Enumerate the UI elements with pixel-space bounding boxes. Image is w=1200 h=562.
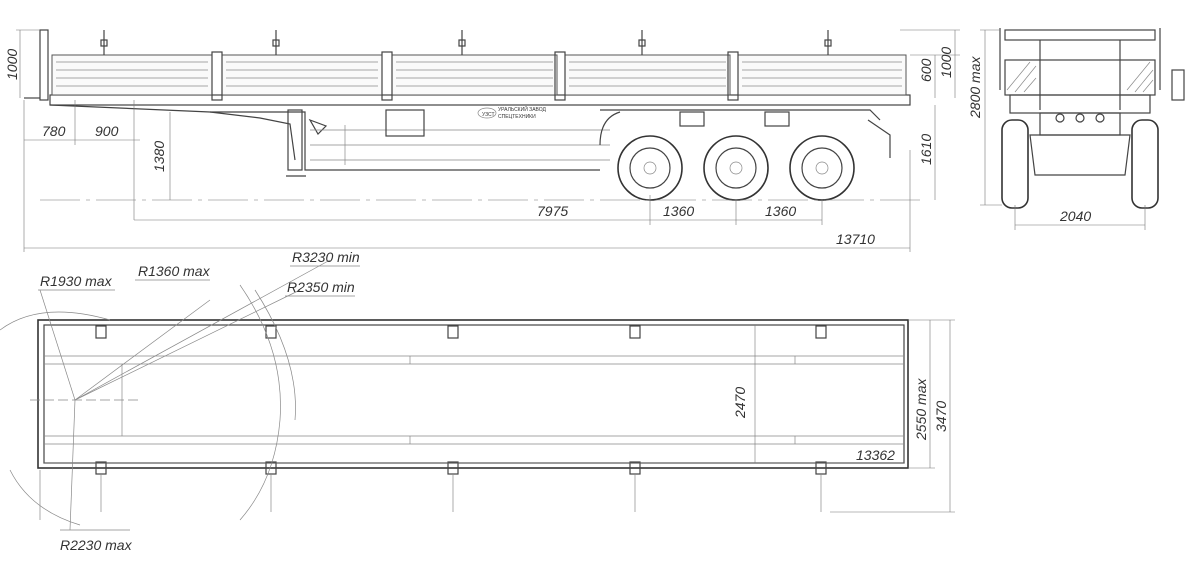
wheels [617, 135, 855, 201]
dim-platform-length: 13362 [856, 447, 895, 463]
dim-radius-outer: R3230 min [292, 249, 360, 265]
dim-deck-to-ground: 1610 [918, 134, 934, 165]
dim-axle-spacing-2: 1360 [765, 203, 796, 219]
dim-radius-kingpin: R1360 max [138, 263, 211, 279]
side-boards [51, 51, 907, 101]
dim-width-with-stakes: 3470 [933, 401, 949, 432]
dim-axle-span: 7975 [537, 203, 568, 219]
side-view: УЗСТ УРАЛЬСКИЙ ЗАВОД СПЕЦТЕХНИКИ [4, 29, 960, 252]
plate-logo: УЗСТ [482, 112, 495, 118]
dim-radius-corner: R2230 max [60, 537, 133, 553]
rear-view: 2800 max 2040 [967, 28, 1185, 230]
dim-overall-length: 13710 [836, 231, 875, 247]
dim-front-overhang: 780 [42, 123, 66, 139]
top-view: R1930 max R1360 max R3230 min R2350 min … [0, 249, 955, 553]
dim-overall-width: 2550 max [913, 378, 929, 441]
dim-board-height: 600 [918, 58, 934, 82]
dim-inner-width: 2470 [732, 387, 748, 419]
tool-box [385, 109, 425, 137]
stake-pockets [95, 325, 827, 475]
dim-radius-inner: R2350 min [287, 279, 355, 295]
dim-radius-front: R1930 max [40, 273, 113, 289]
turning-radii [0, 259, 360, 531]
dim-max-height: 2800 max [967, 56, 983, 119]
manufacturer-plate: УЗСТ УРАЛЬСКИЙ ЗАВОД СПЕЦТЕХНИКИ [477, 105, 546, 120]
stakes [100, 30, 832, 55]
dim-deck-height: 1000 [4, 49, 20, 80]
dim-stake-height: 1000 [938, 47, 954, 78]
landing-gear [286, 109, 328, 177]
plate-line-1: УРАЛЬСКИЙ ЗАВОД [498, 105, 546, 113]
dim-axle-spacing-1: 1360 [663, 203, 694, 219]
dim-fifth-wheel-height: 1380 [151, 141, 167, 172]
dim-kingpin-offset: 900 [95, 123, 119, 139]
rear-wheels [1001, 119, 1159, 209]
dim-track-width: 2040 [1059, 208, 1091, 224]
plate-line-2: СПЕЦТЕХНИКИ [498, 114, 536, 120]
